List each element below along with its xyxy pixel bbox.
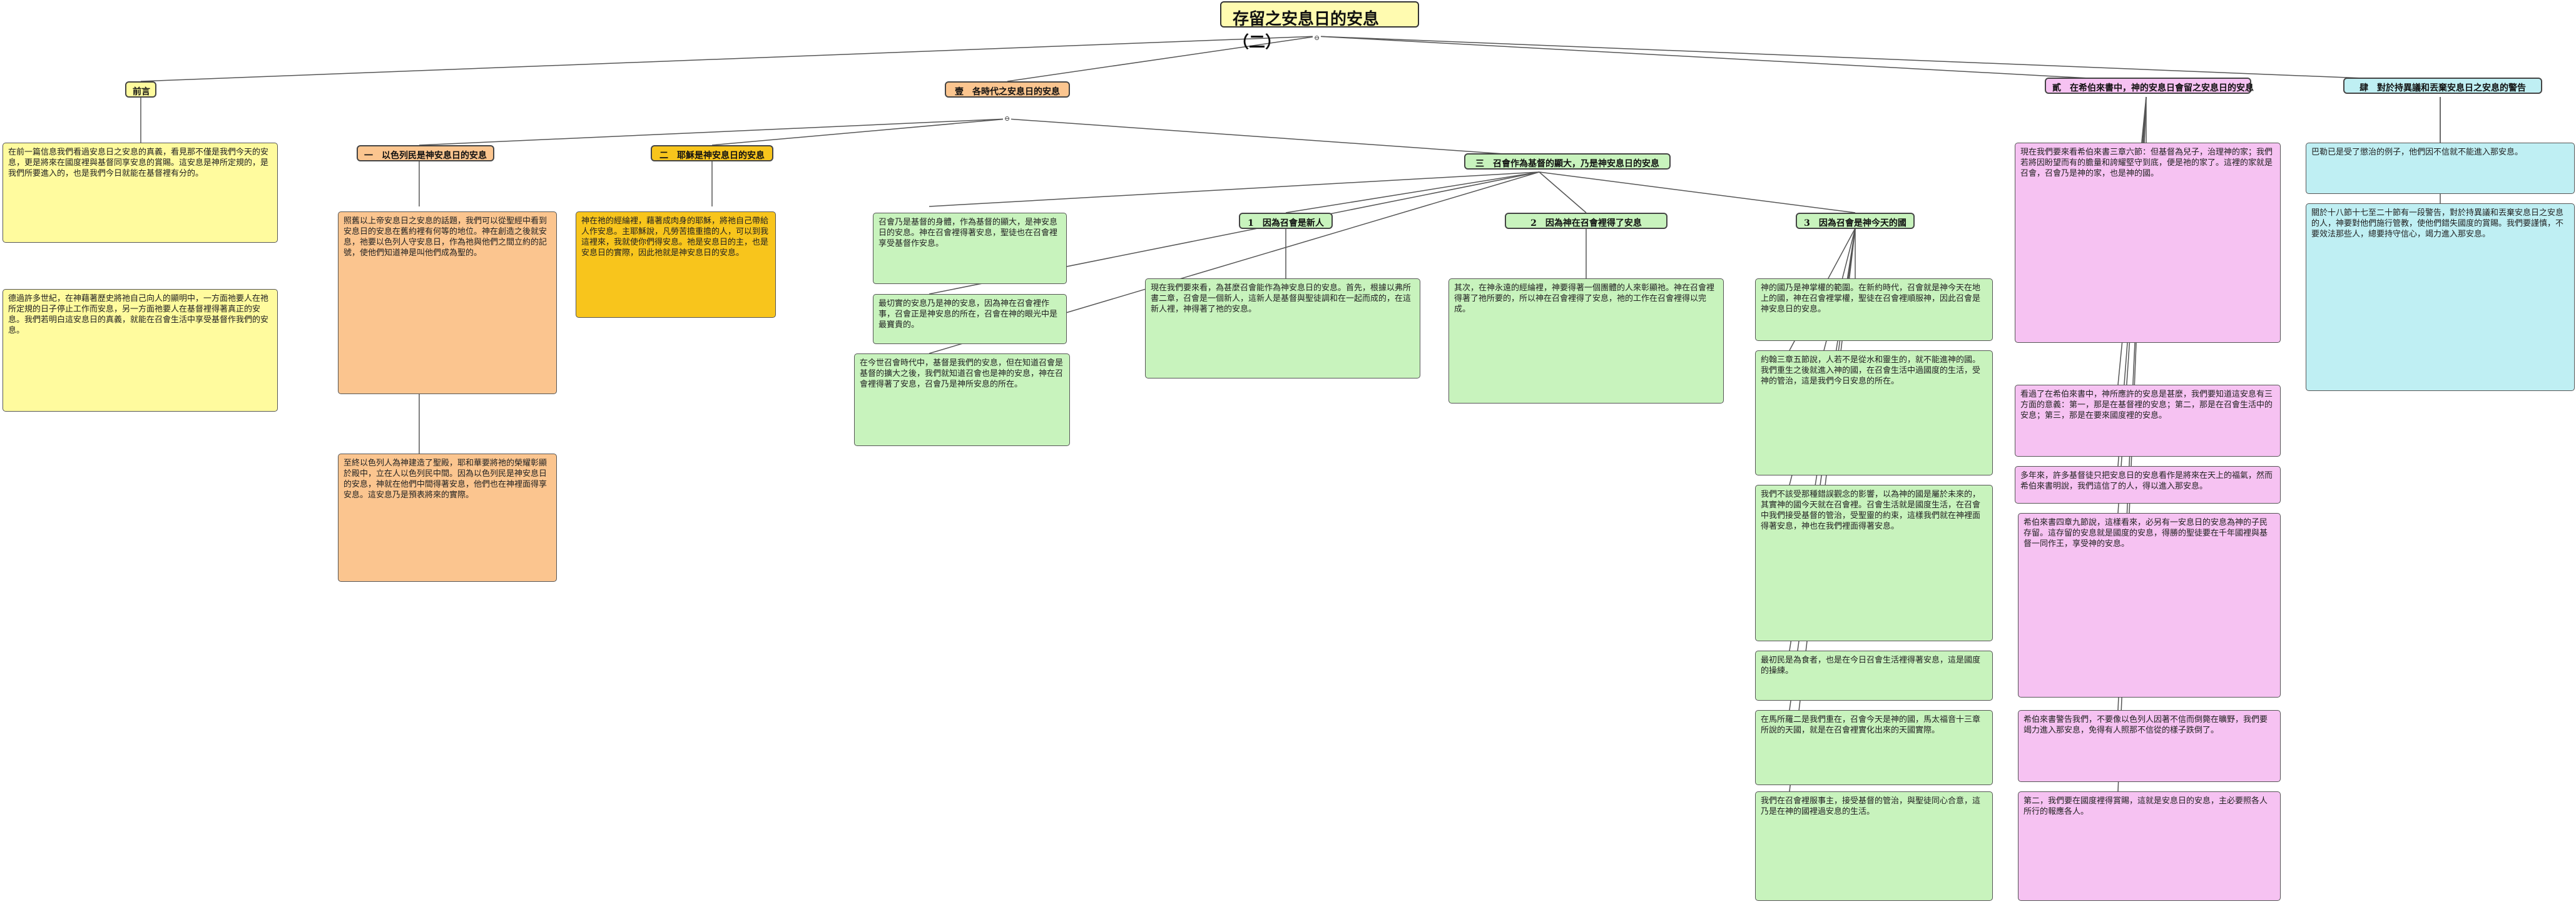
text-heb-6: 第二，我們要在國度裡得賞賜，這就是安息日的安息，主必要照各人所行的報應各人。 [2018, 791, 2281, 901]
text-gospel-1: 巴勒已是受了懲治的例子，他們因不信就不能進入那安息。 [2306, 143, 2575, 194]
node-intro[interactable]: 前言 [125, 81, 156, 98]
text-kingdom-1: 神的國乃是神掌權的範圍。在新約時代，召會就是神今天在地上的國，神在召會裡掌權，聖… [1755, 278, 1993, 341]
text-age-3-c: 在今世召會時代中，基督是我們的安息，但在知道召會是基督的擴大之後，我們就知道召會… [854, 353, 1070, 446]
collapse-icon[interactable]: ⊖ [1313, 34, 1321, 42]
text-heb-5: 希伯來書警告我們，不要像以色列人因著不信而倒斃在曠野，我們要竭力進入那安息，免得… [2018, 710, 2281, 782]
text-age-3-b: 最切實的安息乃是神的安息，因為神在召會裡作事，召會正是神安息的所在，召會在神的眼… [873, 294, 1067, 344]
node-age-1[interactable]: 一 以色列民是神安息日的安息 [357, 145, 494, 161]
node-age-2[interactable]: 二 耶穌是神安息日的安息 [651, 145, 773, 161]
text-kingdom-4: 最初民是為食者，也是在今日召會生活裡得著安息，這是國度的操練。 [1755, 651, 1993, 701]
text-kingdom-6: 我們在召會裡服事主，接受基督的管治，與聖徒同心合意，這乃是在神的國裡過安息的生活… [1755, 791, 1993, 901]
node-kingdom[interactable]: 貳 在希伯來書中，神的安息日會留之安息日的安息 [2045, 78, 2254, 94]
text-new-man: 現在我們要來看，為甚麼召會能作為神安息日的安息。首先，根據以弗所書二章，召會是一… [1145, 278, 1420, 378]
text-heb-3: 多年來，許多基督徒只把安息日的安息看作是將來在天上的福氣，然而希伯來書明說，我們… [2015, 466, 2281, 504]
text-heb-4: 希伯來書四章九節說，這樣看來，必另有一安息日的安息為神的子民存留。這存留的安息就… [2018, 513, 2281, 698]
text-intro-a: 在前一篇信息我們看過安息日之安息的真義，看見那不僅是我們今天的安息，更是將來在國… [3, 143, 278, 243]
text-god-rest: 其次，在神永遠的經綸裡，神要得著一個團體的人來彰顯祂。神在召會裡得著了祂所要的，… [1448, 278, 1724, 404]
text-intro-b: 德過許多世紀，在神藉著歷史將祂自己向人的顯明中，一方面祂要人在祂所定規的日子停止… [3, 289, 278, 412]
text-gospel-2: 關於十八節十七至二十節有一段警告，對於持異議和丟棄安息日之安息的人，神要對他們施… [2306, 203, 2575, 391]
text-age-3-a: 召會乃是基督的身體，作為基督的顯大，是神安息日的安息。神在召會裡得著安息，聖徒也… [873, 213, 1067, 284]
node-age-3-3[interactable]: 3 因為召會是神今天的國 [1796, 213, 1915, 229]
node-age[interactable]: 壹 各時代之安息日的安息 [945, 81, 1070, 98]
text-kingdom-5: 在馬所羅二是我們重在，召會今天是神的國，馬太福音十三章所說的天國，就是在召會裡實… [1755, 710, 1993, 785]
text-kingdom-3: 我們不該受那種錯誤觀念的影響，以為神的國是屬於未來的，其實神的國今天就在召會裡。… [1755, 485, 1993, 641]
node-age-3-1[interactable]: 1 因為召會是新人 [1239, 213, 1333, 229]
collapse-icon[interactable]: ⊖ [1003, 114, 1012, 123]
text-age-1-a: 照舊以上帝安息日之安息的話題，我們可以從聖經中看到安息日的安息在舊約裡有何等的地… [338, 211, 557, 394]
node-age-3-2[interactable]: 2 因為神在召會裡得了安息 [1505, 213, 1667, 229]
map-title: 存留之安息日的安息（二） [1220, 1, 1419, 52]
node-gospel[interactable]: 肆 對於持異議和丟棄安息日之安息的警告 [2343, 78, 2542, 94]
text-age-2-a: 神在祂的經綸裡，藉著成肉身的耶穌，將祂自己帶給人作安息。主耶穌說，凡勞苦擔重擔的… [576, 211, 776, 318]
text-kingdom-2: 約翰三章五節說，人若不是從水和靈生的，就不能進神的國。我們重生之後就進入神的國，… [1755, 350, 1993, 475]
text-heb-2: 看過了在希伯來書中，神所應許的安息是甚麼，我們要知道這安息有三方面的意義：第一，… [2015, 385, 2281, 457]
text-age-1-b: 至終以色列人為神建造了聖殿，耶和華要將祂的榮耀彰顯於殿中，立在人以色列民中間。因… [338, 454, 557, 582]
node-age-3[interactable]: 三 召會作為基督的顯大，乃是神安息日的安息 [1464, 153, 1671, 170]
text-heb-1: 現在我們要來看希伯來書三章六節：但基督為兒子，治理神的家；我們若將因盼望而有的膽… [2015, 143, 2281, 343]
